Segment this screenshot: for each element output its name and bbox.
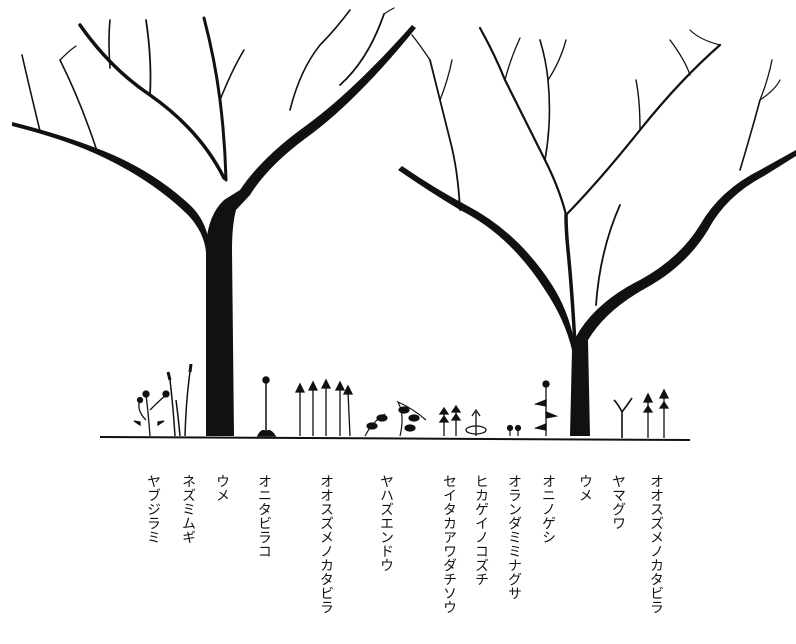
plant-oninogeshi [533,380,559,436]
plant-nezumimugi [166,363,193,437]
plant-seitakaawadachisou [438,404,462,436]
label-yamaguwa: ヤマグワ [610,474,626,530]
label-oninogeshi: オニノゲシ [540,474,556,544]
label-onitabirako: オニタビラコ [256,474,272,558]
plant-yamaguwa [613,397,633,438]
plant-oosuzumenokatabira-2 [642,388,670,438]
label-ume-left: ウメ [214,474,230,502]
plant-hikageinokozuchi [465,408,487,436]
label-yabujirami: ヤブジラミ [145,474,161,544]
plant-yahazuendou [364,400,427,437]
label-orandamiminagusa: オランダミミナグサ [506,474,522,600]
label-seitakaawadachisou: セイタカアワダチソウ [441,474,457,614]
label-ume-right: ウメ [577,474,593,502]
label-oosuzumenokatabira-left: オオスズメノカタビラ [318,474,334,614]
ground-line [99,436,691,441]
left-tree [12,7,416,436]
label-yahazuendou: ヤハズエンドウ [378,474,394,572]
plant-yabujirami [133,390,170,437]
plant-oosuzumenokatabira-1 [294,378,354,437]
label-oosuzumenokatabira-right: オオスズメノカタビラ [648,474,664,614]
illustration [12,7,796,441]
plant-onitabirako [256,376,277,437]
label-nezumimugi: ネズミムギ [180,474,196,544]
label-hikageinokozuchi: ヒカゲイノコズチ [473,474,489,586]
plant-orandamiminagusa [506,424,522,436]
right-tree [398,26,796,436]
